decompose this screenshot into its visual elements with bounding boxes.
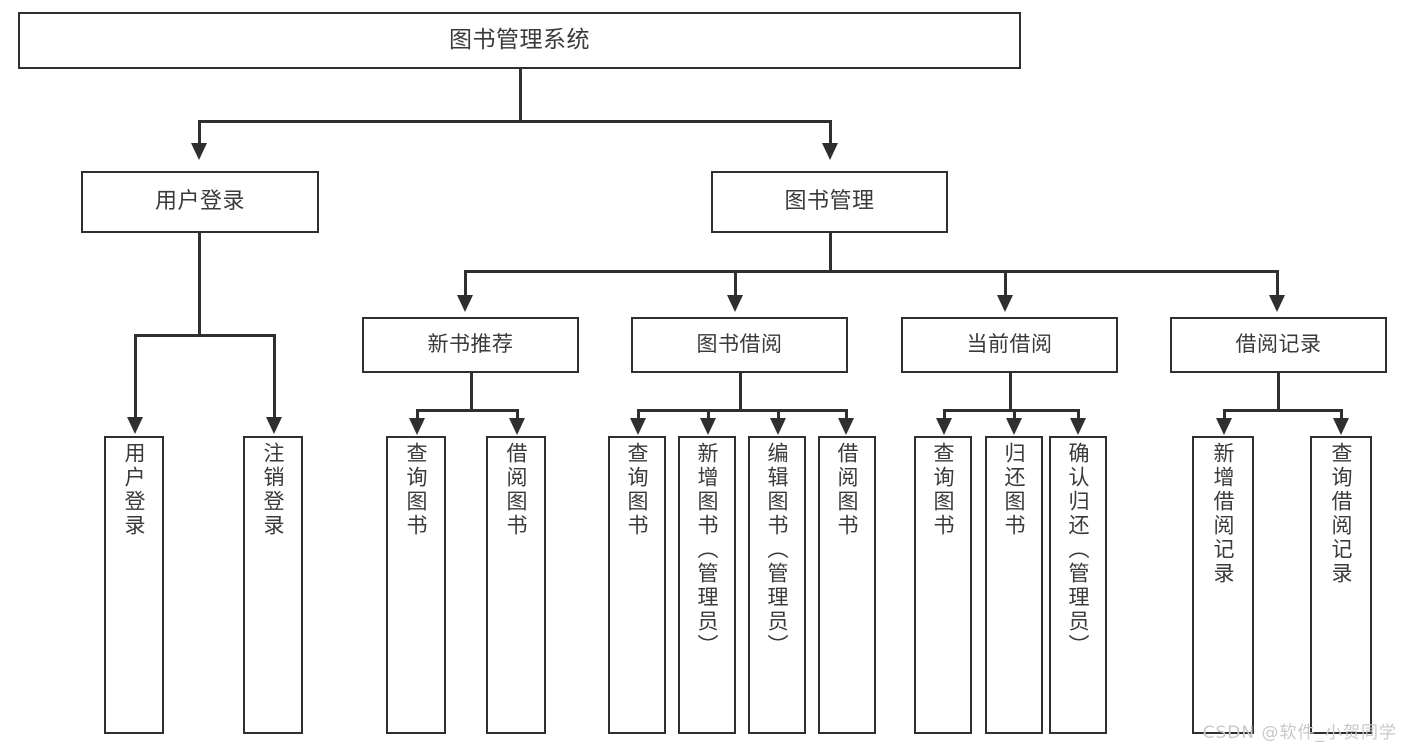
connector-user-login-stem [198, 233, 201, 334]
arrowhead-borrow-record [1269, 295, 1285, 312]
connector-bb-to-leaf4 [845, 409, 848, 420]
node-user-login[interactable]: 用户登录 [81, 171, 319, 233]
node-leaf-return-book-label: 归还图书 [1002, 442, 1027, 538]
node-leaf-borrow-book-2-label: 借阅图书 [835, 442, 860, 538]
node-leaf-add-record[interactable]: 新增借阅记录 [1192, 436, 1254, 734]
arrowhead-book-manage [822, 143, 838, 160]
node-leaf-logout[interactable]: 注销登录 [243, 436, 303, 734]
connector-root-to-book-manage [829, 120, 832, 146]
node-leaf-confirm-return[interactable]: 确认归还（管理员） [1049, 436, 1107, 734]
arrowhead-user-login [191, 143, 207, 160]
node-leaf-user-login[interactable]: 用户登录 [104, 436, 164, 734]
connector-br-to-leaf1 [1223, 409, 1226, 420]
arrowhead-new-book-recommend [457, 295, 473, 312]
node-leaf-return-book[interactable]: 归还图书 [985, 436, 1043, 734]
connector-bb-to-leaf3 [777, 409, 780, 420]
node-current-borrow-label: 当前借阅 [966, 332, 1053, 357]
connector-nbr-to-leaf1 [416, 409, 419, 420]
node-leaf-confirm-return-label: 确认归还（管理员） [1066, 442, 1091, 658]
node-leaf-borrow-book-2[interactable]: 借阅图书 [818, 436, 876, 734]
connector-bb-bus [637, 409, 847, 412]
arrowhead-book-borrow [727, 295, 743, 312]
connector-bb-stem [739, 373, 742, 409]
connector-br-stem [1277, 373, 1280, 409]
connector-bb-to-leaf2 [707, 409, 710, 420]
connector-cb-bus [943, 409, 1079, 412]
connector-cb-to-leaf2 [1013, 409, 1016, 420]
connector-nbr-stem [470, 373, 473, 409]
node-leaf-logout-label: 注销登录 [261, 442, 286, 538]
connector-book-manage-bus [464, 270, 1279, 273]
node-leaf-user-login-label: 用户登录 [122, 442, 147, 538]
connector-root-to-user-login [198, 120, 201, 146]
connector-bm-to-new-book [464, 270, 467, 298]
connector-br-to-leaf2 [1340, 409, 1343, 420]
connector-cb-stem [1009, 373, 1012, 409]
node-user-login-label: 用户登录 [154, 188, 245, 214]
arrowhead-leaf-query-book-2 [630, 418, 646, 435]
node-leaf-query-book-3[interactable]: 查询图书 [914, 436, 972, 734]
node-book-manage-label: 图书管理 [784, 188, 875, 214]
arrowhead-leaf-user-login [127, 417, 143, 434]
connector-nbr-bus [416, 409, 518, 412]
node-leaf-query-book-3-label: 查询图书 [931, 442, 956, 538]
node-leaf-borrow-book-1[interactable]: 借阅图书 [486, 436, 546, 734]
arrowhead-leaf-borrow-book-1 [509, 418, 525, 435]
connector-user-login-to-leaf2 [273, 334, 276, 419]
arrowhead-leaf-query-book-1 [409, 418, 425, 435]
connector-book-manage-stem [829, 233, 832, 270]
arrowhead-leaf-query-record [1333, 418, 1349, 435]
connector-user-login-to-leaf1 [134, 334, 137, 419]
connector-root-bus [198, 120, 831, 123]
node-leaf-add-record-label: 新增借阅记录 [1211, 442, 1236, 586]
connector-br-bus [1223, 409, 1342, 412]
node-leaf-edit-book[interactable]: 编辑图书（管理员） [748, 436, 806, 734]
node-borrow-record-label: 借阅记录 [1235, 332, 1322, 357]
csdn-watermark: CSDN @软件_小贺同学 [1202, 723, 1397, 743]
node-leaf-add-book[interactable]: 新增图书（管理员） [678, 436, 736, 734]
node-leaf-query-book-1-label: 查询图书 [404, 442, 429, 538]
node-root-label: 图书管理系统 [449, 27, 590, 54]
node-current-borrow[interactable]: 当前借阅 [901, 317, 1118, 373]
node-leaf-edit-book-label: 编辑图书（管理员） [765, 442, 790, 658]
node-leaf-borrow-book-1-label: 借阅图书 [504, 442, 529, 538]
arrowhead-leaf-borrow-book-2 [838, 418, 854, 435]
arrowhead-current-borrow [997, 295, 1013, 312]
connector-cb-to-leaf3 [1077, 409, 1080, 420]
arrowhead-leaf-add-record [1216, 418, 1232, 435]
arrowhead-leaf-logout [266, 417, 282, 434]
node-new-book-recommend[interactable]: 新书推荐 [362, 317, 579, 373]
node-borrow-record[interactable]: 借阅记录 [1170, 317, 1387, 373]
node-book-manage[interactable]: 图书管理 [711, 171, 948, 233]
node-leaf-query-book-2[interactable]: 查询图书 [608, 436, 666, 734]
connector-user-login-bus [134, 334, 275, 337]
node-book-borrow-label: 图书借阅 [696, 332, 783, 357]
connector-bm-to-borrow-record [1276, 270, 1279, 298]
node-root[interactable]: 图书管理系统 [18, 12, 1021, 69]
arrowhead-leaf-query-book-3 [936, 418, 952, 435]
arrowhead-leaf-return-book [1006, 418, 1022, 435]
node-leaf-add-book-label: 新增图书（管理员） [695, 442, 720, 658]
connector-root-stem [519, 69, 522, 120]
node-leaf-query-book-1[interactable]: 查询图书 [386, 436, 446, 734]
node-leaf-query-record[interactable]: 查询借阅记录 [1310, 436, 1372, 734]
node-leaf-query-record-label: 查询借阅记录 [1329, 442, 1354, 586]
connector-bb-to-leaf1 [637, 409, 640, 420]
arrowhead-leaf-add-book [700, 418, 716, 435]
node-new-book-recommend-label: 新书推荐 [427, 332, 514, 357]
arrowhead-leaf-confirm-return [1070, 418, 1086, 435]
connector-bm-to-current-borrow [1004, 270, 1007, 298]
connector-bm-to-book-borrow [734, 270, 737, 298]
node-leaf-query-book-2-label: 查询图书 [625, 442, 650, 538]
connector-nbr-to-leaf2 [516, 409, 519, 420]
connector-cb-to-leaf1 [943, 409, 946, 420]
arrowhead-leaf-edit-book [770, 418, 786, 435]
node-book-borrow[interactable]: 图书借阅 [631, 317, 848, 373]
